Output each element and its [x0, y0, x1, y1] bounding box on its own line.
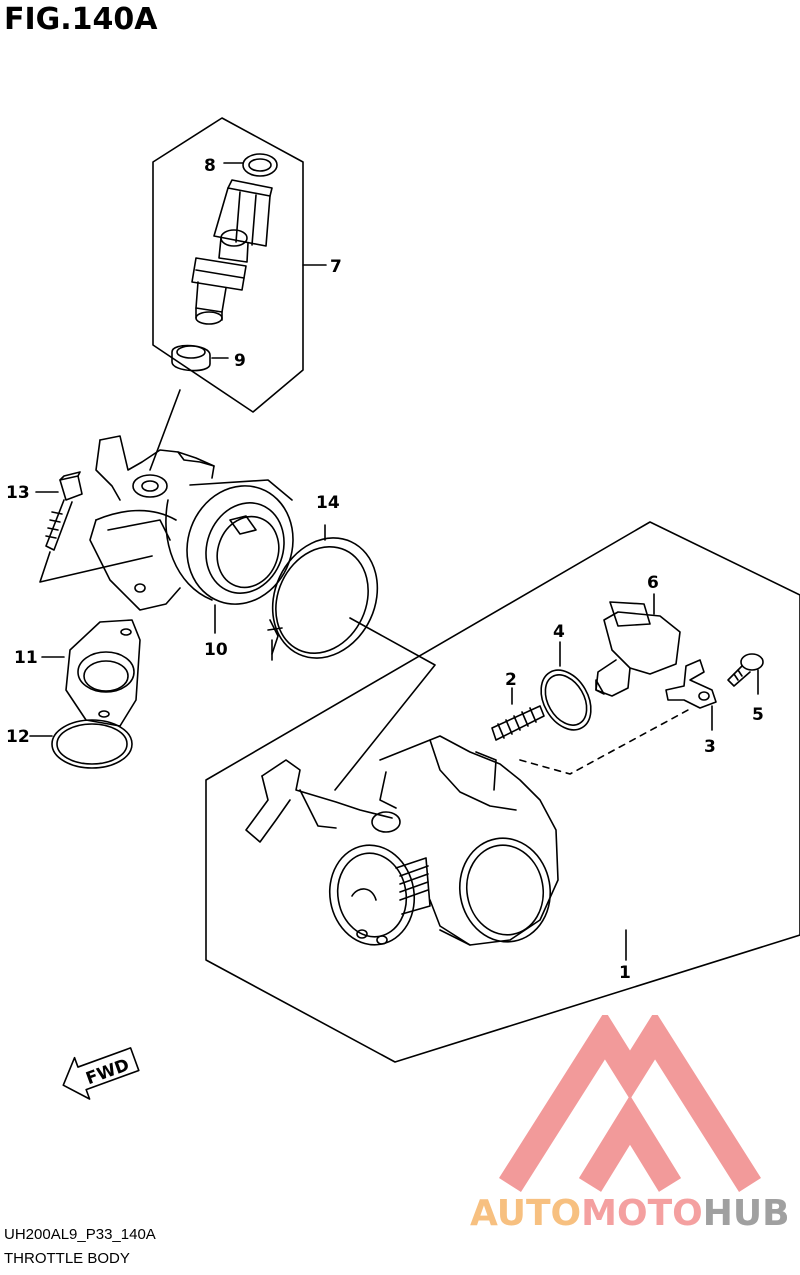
figure-title: FIG.140A — [4, 2, 158, 37]
fwd-label: FWD — [83, 1055, 132, 1089]
brand-auto: AUTO — [470, 1193, 582, 1234]
insulator — [41, 619, 141, 727]
brand-moto: MOTO — [581, 1193, 703, 1234]
callout-13: 13 — [6, 483, 30, 503]
callout-14: 14 — [316, 493, 340, 513]
spring — [491, 687, 545, 741]
fwd-arrow — [62, 1047, 140, 1100]
callout-5: 5 — [752, 705, 764, 725]
o-ring-4 — [540, 641, 592, 731]
o-ring-12 — [29, 719, 133, 769]
brand-wordmark: AUTOMOTOHUB — [470, 1193, 790, 1234]
fuel-injector — [191, 179, 273, 325]
figure-code: UH200AL9_P33_140A — [4, 1226, 156, 1243]
figure-name: THROTTLE BODY — [4, 1250, 130, 1267]
callout-12: 12 — [6, 727, 30, 747]
callout-3: 3 — [704, 737, 716, 757]
bracket — [665, 659, 717, 731]
bolt-13 — [35, 471, 83, 551]
callout-9: 9 — [234, 351, 246, 371]
callout-7: 7 — [330, 257, 342, 277]
injector-group-box — [152, 117, 304, 413]
intake-pipe — [89, 435, 294, 634]
throttle-group-box — [205, 521, 800, 1063]
callout-2: 2 — [505, 670, 517, 690]
callout-10: 10 — [204, 640, 228, 660]
screw-5 — [727, 653, 764, 695]
callout-8: 8 — [204, 156, 216, 176]
logo-triangle-outer — [499, 1015, 761, 1192]
automotohub-logo — [499, 1015, 761, 1192]
callout-1: 1 — [619, 963, 631, 983]
callout-6: 6 — [647, 573, 659, 593]
o-ring-top — [223, 153, 278, 177]
callout-4: 4 — [553, 622, 565, 642]
brand-hub: HUB — [702, 1193, 790, 1234]
logo-triangle-inner — [578, 1095, 682, 1192]
throttle-body — [245, 735, 559, 946]
hose-clamp — [267, 524, 379, 661]
callout-11: 11 — [14, 648, 38, 668]
throttle-sensor — [595, 593, 681, 697]
o-ring-lower — [171, 344, 229, 372]
